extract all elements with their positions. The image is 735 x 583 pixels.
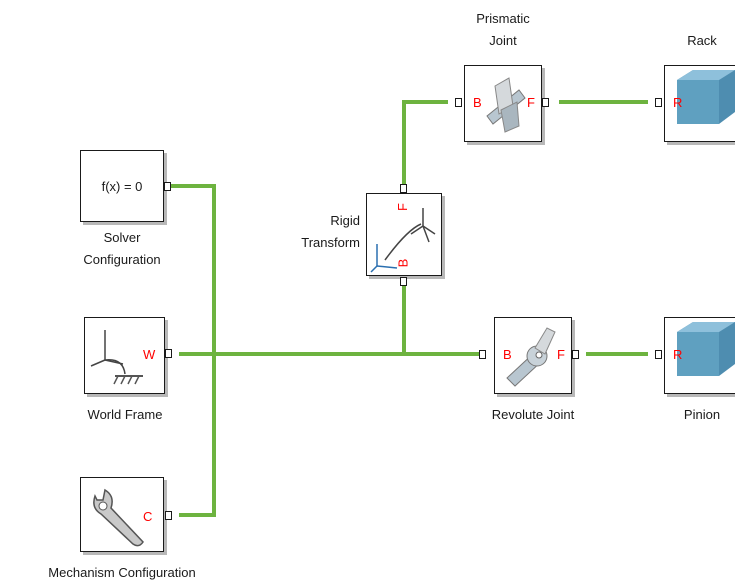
rigid-transform-label-1: Rigid [330, 213, 360, 228]
rack-port-r[interactable] [655, 98, 662, 107]
solver-label-1: Solver [103, 230, 141, 245]
connection-solver[interactable] [170, 184, 216, 354]
solver-port[interactable] [164, 182, 171, 191]
rack-port-r-label: R [673, 95, 683, 110]
solver-configuration-block[interactable]: f(x) = 0 [80, 150, 164, 222]
pinion-port-r[interactable] [655, 350, 662, 359]
revolute-port-b-label: B [503, 347, 512, 362]
wrench-icon [93, 488, 144, 547]
rigid-transform-port-b[interactable] [400, 277, 407, 286]
rigid-transform-port-f-label: F [394, 203, 410, 211]
revolute-port-b[interactable] [479, 350, 486, 359]
rack-cube-icon [677, 70, 735, 124]
prismatic-label-2: Joint [489, 33, 517, 48]
mechanism-label: Mechanism Configuration [48, 565, 196, 580]
rigid-transform-block[interactable]: F B [366, 193, 442, 276]
rigid-transform-port-f[interactable] [400, 184, 407, 193]
world-frame-block[interactable]: W [84, 317, 165, 394]
prismatic-joint-block[interactable]: B F [464, 65, 542, 142]
world-frame-label: World Frame [87, 407, 163, 422]
solver-label-2: Configuration [83, 252, 161, 267]
rack-block[interactable]: R [664, 65, 735, 142]
world-frame-port-w-label: W [143, 347, 156, 362]
mechanism-port-c-label: C [143, 509, 153, 524]
world-frame-icon [90, 330, 143, 385]
pinion-port-r-label: R [673, 347, 683, 362]
revolute-joint-block[interactable]: B F [494, 317, 572, 394]
prismatic-port-f[interactable] [542, 98, 549, 107]
rack-label: Rack [687, 33, 717, 48]
connection-mechanism[interactable] [179, 354, 216, 517]
revolute-label: Revolute Joint [491, 407, 575, 422]
rigid-transform-icon [370, 208, 436, 273]
prismatic-port-b-label: B [473, 95, 482, 110]
rigid-transform-port-b-label: B [395, 258, 411, 268]
mechanism-configuration-block[interactable]: C [80, 477, 164, 552]
prismatic-joint-icon [486, 77, 526, 133]
pinion-block[interactable]: R [664, 317, 735, 394]
solver-function-text: f(x) = 0 [101, 178, 143, 194]
world-frame-port[interactable] [165, 349, 172, 358]
mechanism-port[interactable] [165, 511, 172, 520]
revolute-joint-icon [506, 327, 556, 387]
pinion-cube-icon [677, 322, 735, 376]
prismatic-port-f-label: F [527, 95, 535, 110]
pinion-label: Pinion [683, 407, 721, 422]
revolute-port-f[interactable] [572, 350, 579, 359]
prismatic-port-b[interactable] [455, 98, 462, 107]
revolute-port-f-label: F [557, 347, 565, 362]
rigid-transform-label-2: Transform [301, 235, 360, 250]
connection-rigid-prismatic[interactable] [402, 100, 448, 185]
prismatic-label-1: Prismatic [476, 11, 530, 26]
